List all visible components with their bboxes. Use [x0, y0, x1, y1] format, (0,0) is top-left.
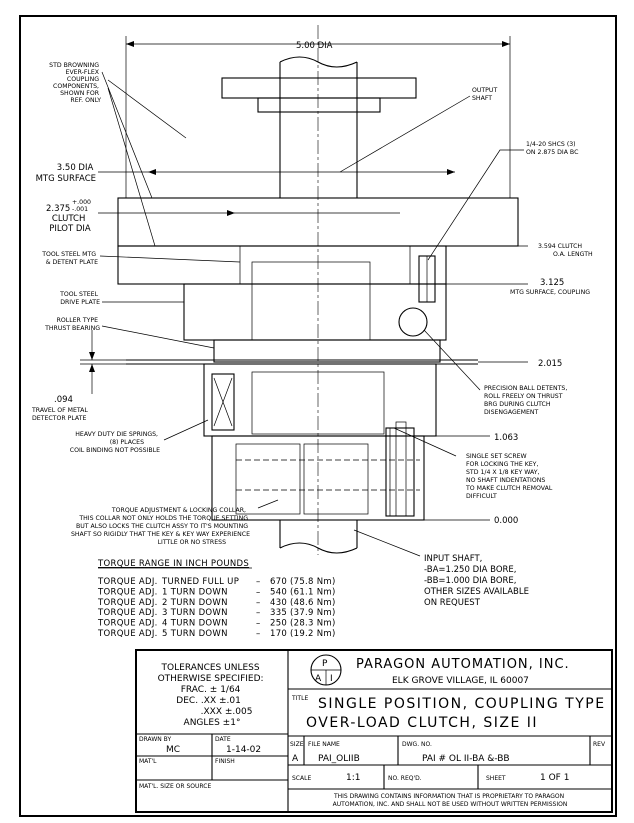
svg-text:TRAVEL OF METAL DETECT: TRAVEL OF METAL DETECTOR PLATE: [31, 407, 90, 422]
dim-5-00-dia: 5.00 DIA: [296, 41, 333, 51]
company-logo: P A I: [310, 654, 342, 686]
clutch-assembly: [117, 25, 519, 555]
svg-text:CLUTCH PILOT DIA: CLUTCH PILOT DIA: [49, 214, 91, 234]
drawn-by-value: MC: [166, 745, 180, 755]
dwg-value: PAI # OL II-BA &-BB: [422, 754, 510, 764]
dimension-lines: [80, 36, 528, 557]
company-address: ELK GROVE VILLAGE, IL 60007: [392, 676, 529, 686]
title-label: TITLE: [291, 695, 308, 702]
tolerances-block: TOLERANCES UNLESS OTHERWISE SPECIFIED: F…: [158, 663, 267, 728]
size-value: A: [292, 754, 299, 764]
torque-table: TORQUE RANGE IN INCH POUNDS TORQUE ADJ.T…: [97, 559, 336, 639]
set-screw-note: SINGLE SET SCREW FOR LOCKING THE KEY, ST…: [465, 453, 554, 500]
output-shaft-label: OUTPUT SHAFT: [472, 87, 499, 102]
matl-label: MAT'L: [139, 758, 157, 765]
dim-0-000: 0.000: [494, 516, 518, 526]
clutch-length-label: 3.594 CLUTCH O.A. LENGTH: [538, 243, 593, 258]
ball-detents-note: PRECISION BALL DETENTS, ROLL FREELY ON T…: [484, 385, 569, 416]
die-springs-note: HEAVY DUTY DIE SPRINGS, (8) PLACES COIL …: [70, 431, 160, 454]
company-name: PARAGON AUTOMATION, INC.: [356, 657, 570, 672]
browning-note: STD BROWNING EVER-FLEX COUPLING COMPONEN…: [49, 62, 101, 104]
drawing-title: SINGLE POSITION, COUPLING TYPE OVER-LOAD…: [306, 696, 612, 731]
travel-label: .094 TRAVEL OF METAL DETECTOR PLATE: [31, 395, 90, 422]
dim-3-125: 3.125: [540, 278, 564, 288]
pilot-dia-label: 2.375 +.000 -.001 CLUTCH PILOT DIA: [46, 199, 91, 234]
rev-label: REV: [593, 741, 606, 748]
req-label: NO. REQ'D.: [388, 775, 422, 782]
svg-text:A: A: [315, 674, 322, 684]
svg-text:.094: .094: [54, 395, 73, 405]
file-value: PAI_OLIIB: [318, 754, 360, 764]
sheet-border: [19, 15, 617, 817]
date-label: DATE: [215, 736, 231, 743]
sheet-value: 1 OF 1: [540, 773, 569, 783]
scale-value: 1:1: [346, 773, 360, 783]
dim-2-015: 2.015: [538, 359, 562, 369]
matl-source-label: MAT'L. SIZE OR SOURCE: [139, 783, 211, 790]
tool-steel-mtg-label: TOOL STEEL MTG & DETENT PLATE: [41, 251, 98, 266]
roller-bearing-label: ROLLER TYPE THRUST BEARING: [44, 317, 100, 332]
svg-text:+.000: +.000: [72, 199, 91, 206]
file-label: FILE NAME: [308, 741, 340, 748]
mtg-surface-label: 3.50 DIA MTG SURFACE: [36, 163, 96, 184]
drawn-by-label: DRAWN BY: [139, 736, 171, 743]
shcs-note: 1/4-20 SHCS (3) ON 2.875 DIA BC: [526, 141, 578, 156]
proprietary-notice: THIS DRAWING CONTAINS INFORMATION THAT I…: [333, 793, 568, 808]
dim-1-063: 1.063: [494, 433, 518, 443]
drive-plate-label: TOOL STEEL DRIVE PLATE: [59, 291, 100, 306]
svg-text:-.001: -.001: [72, 206, 88, 213]
finish-label: FINISH: [215, 758, 235, 765]
dwg-label: DWG. NO.: [402, 741, 432, 748]
scale-label: SCALE: [292, 775, 311, 782]
torque-heading: TORQUE RANGE IN INCH POUNDS: [97, 559, 249, 569]
annotations: 5.00 DIA STD BROWNING EVER-FLEX COUPLING…: [31, 41, 593, 608]
svg-text:I: I: [330, 674, 333, 684]
torque-collar-note: TORQUE ADJUSTMENT & LOCKING COLLAR, THIS…: [71, 507, 252, 546]
title-block: TOLERANCES UNLESS OTHERWISE SPECIFIED: F…: [135, 649, 613, 813]
svg-text:P: P: [322, 659, 328, 669]
mtg-coupling-label: MTG SURFACE, COUPLING: [510, 289, 590, 296]
input-shaft-note: INPUT SHAFT, -BA=1.250 DIA BORE, -BB=1.0…: [424, 554, 532, 608]
size-label: SIZE: [290, 741, 304, 748]
date-value: 1-14-02: [226, 745, 261, 755]
sheet-label: SHEET: [486, 775, 506, 782]
svg-text:2.375: 2.375: [46, 204, 70, 214]
